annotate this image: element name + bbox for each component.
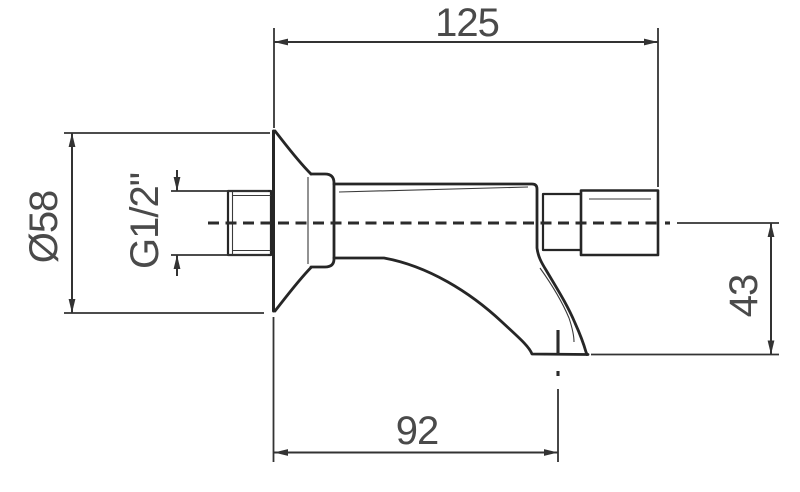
arrowhead-top	[767, 223, 775, 237]
dimension-flange-diameter: Ø58	[22, 132, 270, 314]
wall-flange	[272, 129, 336, 313]
centerlines	[208, 221, 779, 462]
dimension-spout-reach: 92	[272, 317, 558, 462]
arrowhead-left	[274, 38, 288, 46]
arrowhead-top	[68, 133, 76, 147]
flange-diameter-label: Ø58	[22, 191, 66, 264]
arrowhead-left	[274, 449, 288, 456]
dimension-thread-size: G1/2"	[123, 170, 268, 276]
spout-reach-label: 92	[396, 409, 439, 453]
flange-bell-bottom-curve	[273, 266, 313, 313]
spout-body-highlight	[338, 186, 529, 193]
arrowhead-bottom	[767, 340, 775, 355]
arrowhead-right	[544, 449, 558, 456]
thread-size-label: G1/2"	[123, 173, 167, 269]
arrowhead-bottom	[68, 299, 76, 313]
arrowhead-down	[173, 177, 181, 191]
overall-length-label: 125	[435, 1, 499, 45]
flange-bell-top-curve	[273, 129, 313, 176]
flange-collar-outline	[309, 172, 336, 269]
spout-underside-curve	[332, 256, 590, 356]
arrowhead-right	[644, 38, 658, 46]
arrowhead-up	[173, 255, 181, 269]
drop-height-label: 43	[722, 275, 766, 318]
spout-front-highlight	[539, 267, 575, 343]
spout-body	[332, 182, 590, 356]
dimension-overall-length: 125	[273, 1, 659, 187]
dimension-drop-height: 43	[591, 223, 779, 356]
spout-top-and-front-edge	[332, 182, 589, 356]
